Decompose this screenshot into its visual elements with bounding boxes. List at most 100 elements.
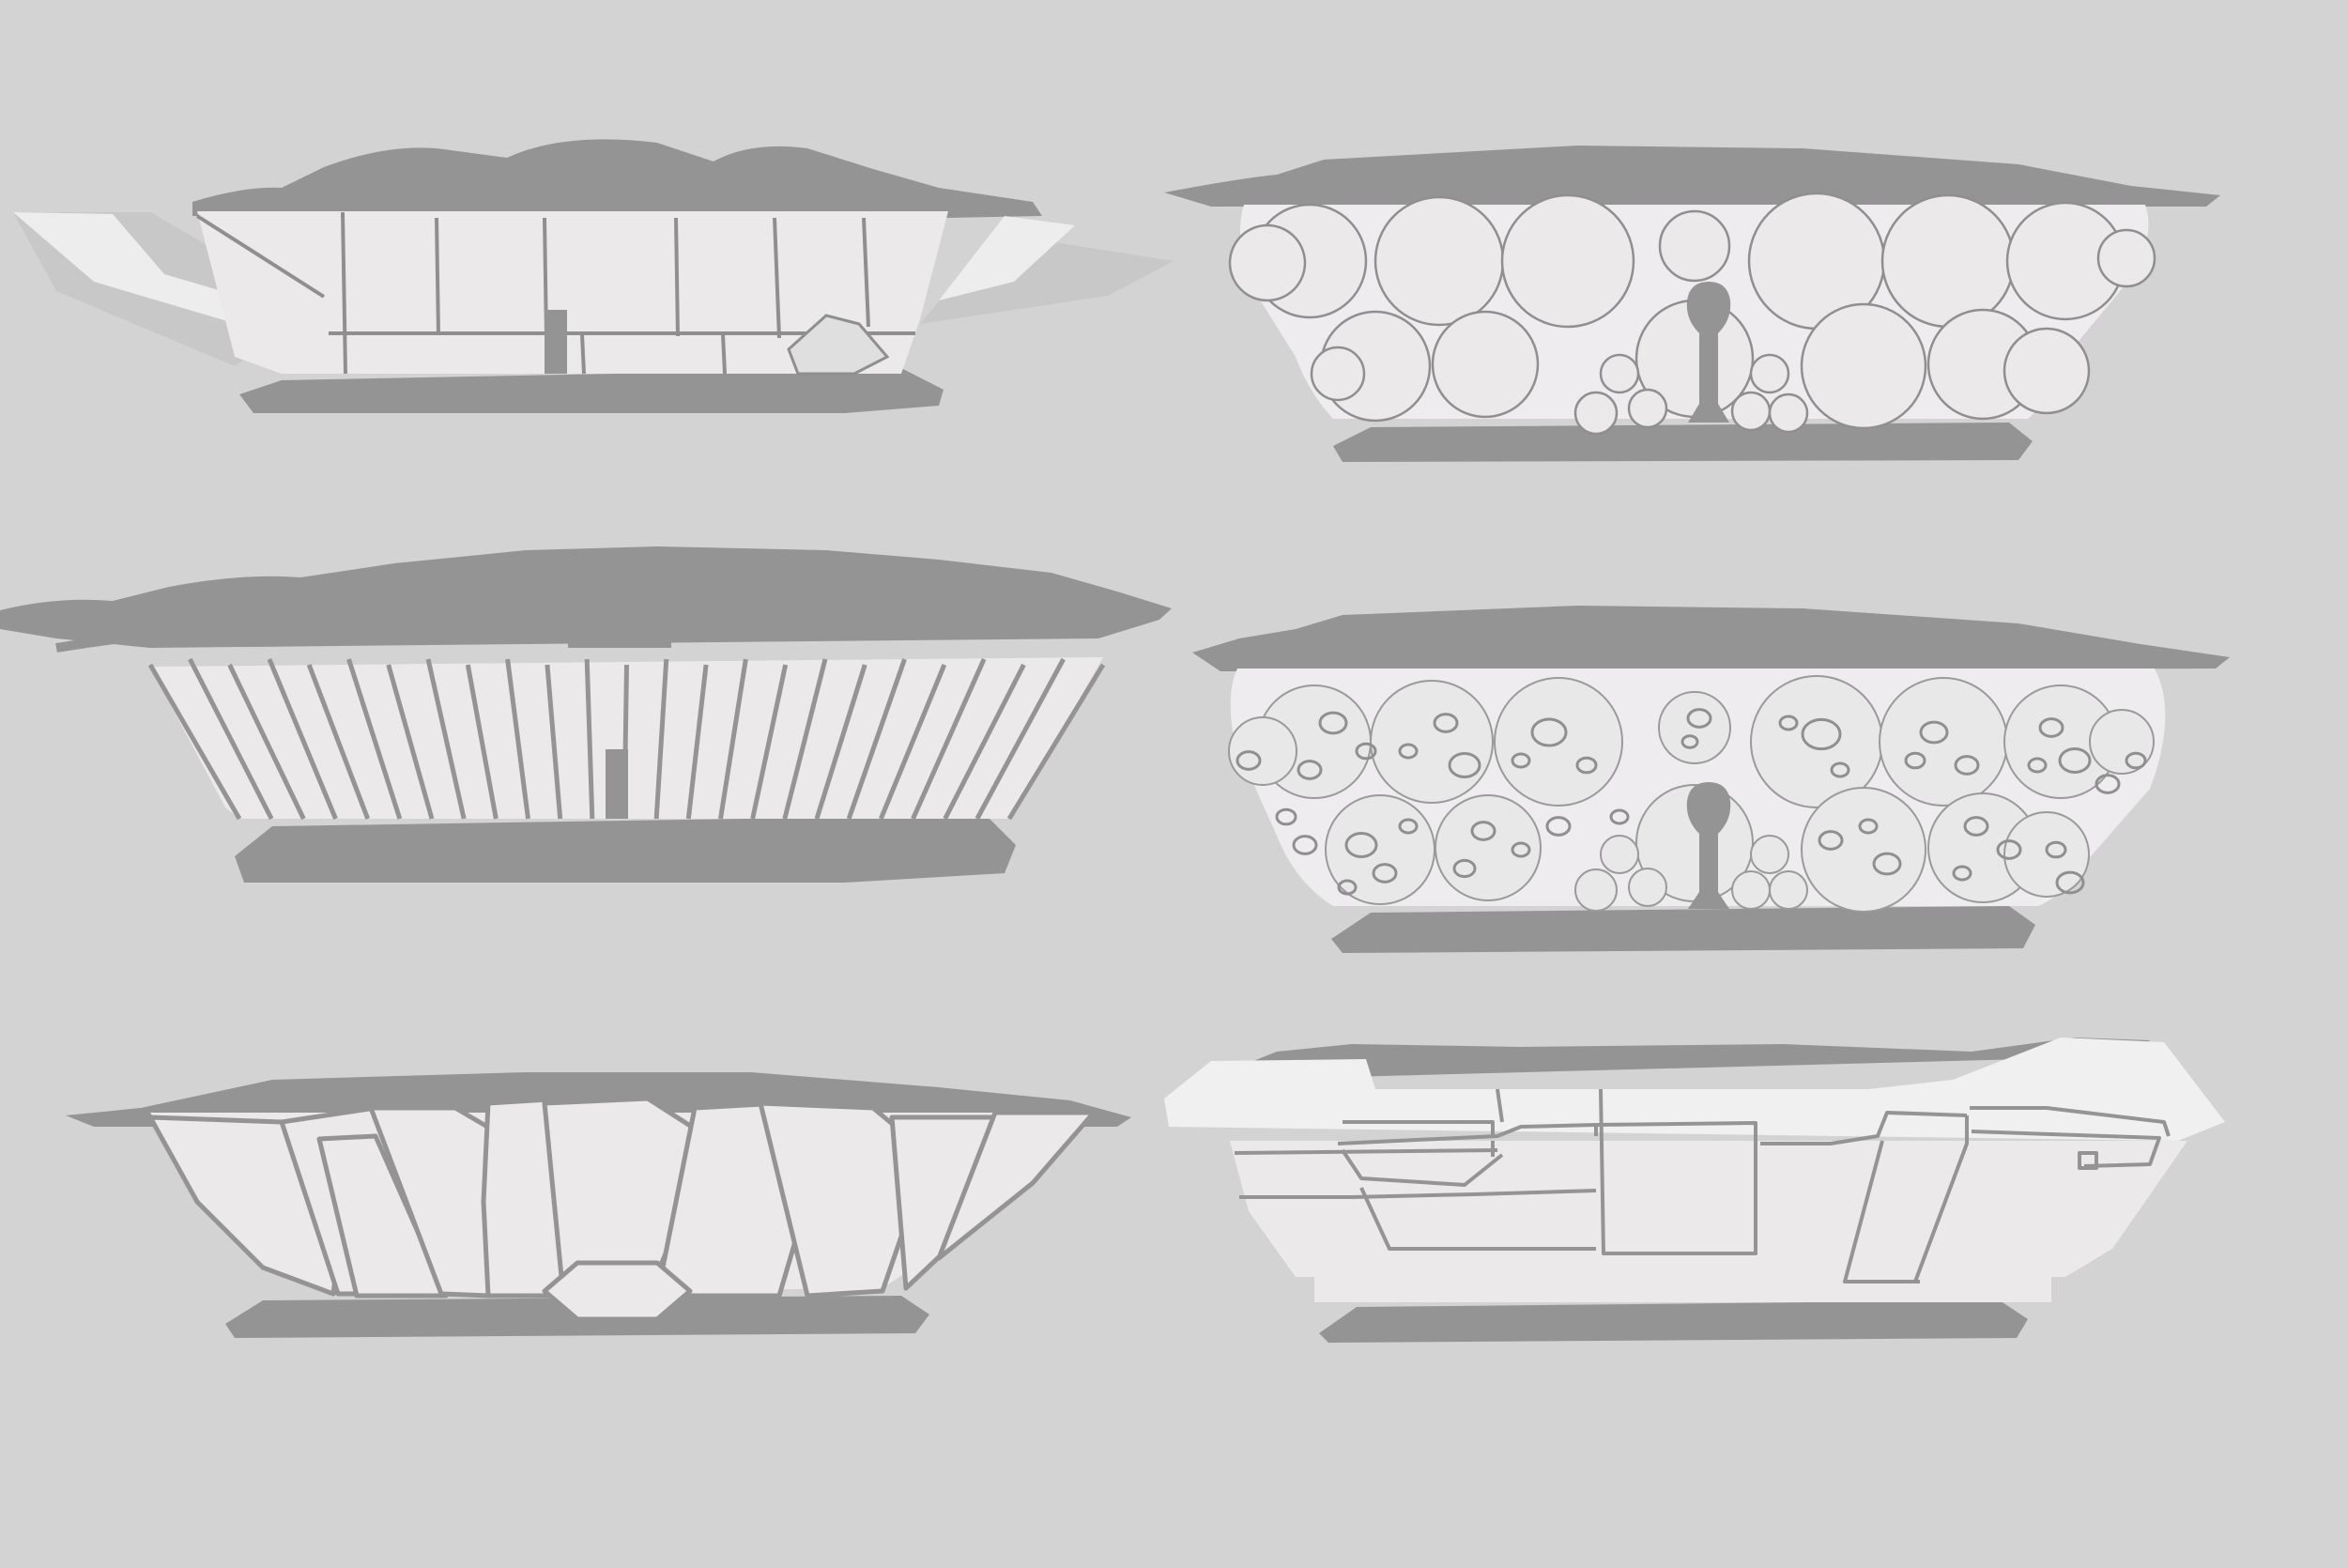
entrance-keyhole (1686, 282, 1731, 423)
slat-divider (346, 658, 403, 820)
crater-mark (1297, 760, 1323, 780)
crater-mark (1872, 852, 1902, 876)
cratered-orb (1750, 835, 1789, 874)
crater-mark (1337, 879, 1358, 896)
bubble-orb (1768, 392, 1809, 434)
bubble-orb (1730, 391, 1772, 432)
crater-mark (1904, 751, 1926, 770)
crater-mark (1530, 717, 1568, 747)
crater-mark (1235, 750, 1262, 771)
rubble (787, 314, 890, 376)
crater-mark (1858, 818, 1879, 835)
slat-divider (545, 664, 563, 820)
slat-divider (188, 657, 274, 821)
entrance-door (545, 310, 567, 374)
cratered-orb (1228, 716, 1297, 786)
bubble-orb (1658, 209, 1731, 283)
sketch-cratered-orbs (1192, 606, 2230, 953)
shadow-top (1164, 146, 2220, 207)
block-edges (1234, 1088, 2171, 1284)
sketch-angular-wings (13, 139, 1174, 413)
bubble-orb-set (1228, 192, 2156, 436)
bubble-orb (1374, 195, 1505, 327)
bubble-orb (1310, 346, 1366, 402)
slat-divider (750, 664, 789, 820)
wing-right-face (939, 216, 1075, 300)
slat-divider (584, 658, 595, 820)
crater-mark (1545, 816, 1572, 837)
bubble-orb (1599, 353, 1640, 394)
crater-mark (2055, 870, 2085, 895)
shadow-bottom (1331, 906, 2035, 953)
crater-mark (1511, 752, 1531, 769)
crater-marks (1235, 708, 2147, 896)
slat-divider (879, 664, 947, 820)
block-body (1230, 1141, 2187, 1277)
cratered-orb (2089, 709, 2155, 775)
crater-mark (1952, 865, 1972, 882)
entrance-door (606, 749, 628, 819)
slat-divider (386, 664, 435, 820)
crater-mark (2058, 747, 2092, 774)
slat-divider (685, 664, 709, 820)
cratered-orb (1769, 870, 1808, 910)
shadow-bottom (235, 815, 1016, 883)
cratered-orb (1628, 868, 1667, 907)
slat-divider (267, 658, 338, 820)
crater-mark (1680, 734, 1699, 749)
crater-mark (2125, 751, 2147, 770)
slat-divider (782, 658, 828, 820)
sketch-vertical-slats (0, 546, 1172, 883)
crater-mark (1355, 742, 1377, 761)
crater-mark (1275, 807, 1297, 826)
bubble-orb (2003, 327, 2091, 415)
crater-mark (1818, 830, 1844, 851)
sketch-hexagon-petals (66, 1072, 1131, 1338)
cratered-orb (2003, 811, 2090, 898)
bubble-orb (1880, 193, 2016, 329)
bubble-orb (1627, 388, 1668, 429)
crater-mark (1575, 756, 1598, 775)
cratered-orb-set (1228, 675, 2155, 913)
slat-divider (974, 657, 1066, 821)
cratered-orb (1325, 794, 1435, 905)
crater-mark (2027, 757, 2048, 774)
slat-divider (653, 658, 669, 820)
slat-divider (147, 663, 242, 821)
bubble-orb (1431, 310, 1540, 419)
crater-mark (1778, 715, 1799, 731)
panel-lines (195, 211, 915, 375)
slat-divider (814, 664, 867, 820)
hexagon-panels (147, 1096, 1097, 1322)
shadow-bottom (1319, 1300, 2028, 1343)
cratered-orb (1435, 794, 1542, 901)
crater-mark (1344, 832, 1378, 858)
cratered-orb (1801, 787, 1926, 913)
block-base (1314, 1272, 2051, 1302)
crater-mark (1609, 808, 1630, 825)
crater-mark (1470, 821, 1496, 841)
slat-divider (227, 663, 306, 821)
slat-divider (465, 664, 499, 820)
crater-mark (1801, 717, 1842, 751)
crater-mark (1398, 743, 1419, 760)
crater-mark (1830, 761, 1850, 778)
bubble-orb (1749, 353, 1790, 394)
slat-divider-lines (147, 657, 1106, 821)
crater-mark (2095, 774, 2121, 794)
shadow-bottom (239, 368, 944, 413)
slat-divider (505, 658, 530, 820)
shadow-bottom (1333, 423, 2033, 462)
slat-divider (1006, 663, 1106, 821)
crater-mark (1452, 858, 1477, 879)
cratered-orb (1879, 677, 2008, 807)
cratered-orb (1600, 835, 1639, 874)
crater-mark (1686, 708, 1712, 729)
crater-mark (2038, 717, 2064, 738)
crater-mark (1398, 818, 1419, 835)
crater-mark (1919, 720, 1949, 745)
crater-mark (1448, 752, 1481, 778)
sketch-stacked-blocks (1164, 1038, 2225, 1343)
crater-mark (1511, 841, 1531, 858)
